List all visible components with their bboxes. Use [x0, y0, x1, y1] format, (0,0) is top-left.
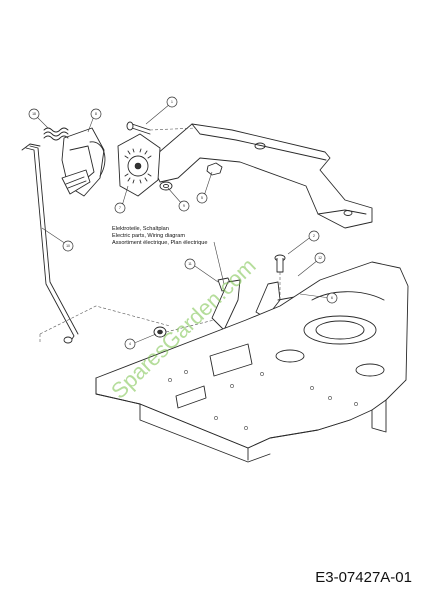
spring: [43, 127, 69, 141]
support-arm: [149, 123, 373, 229]
callout-1-label: 1: [171, 100, 173, 104]
chassis-frame: [95, 261, 409, 463]
lever-bracket: [211, 279, 319, 331]
callout-7-label: 7: [119, 206, 121, 210]
callout-7: 7: [114, 202, 126, 214]
leader-lines: [39, 127, 281, 344]
pedal-assembly: [61, 127, 106, 197]
callout-10: 10: [62, 240, 74, 252]
callout-5-label: 5: [201, 196, 203, 200]
callout-11: 11: [184, 258, 196, 270]
callout-9: 9: [178, 200, 190, 212]
bolt: [126, 121, 151, 135]
callout-12-label: 12: [318, 256, 322, 260]
callout-6-label: 6: [331, 296, 333, 300]
note-line-fr: Assortiment électrique, Plan électrique: [112, 240, 207, 246]
callout-4-label: 4: [129, 342, 131, 346]
callout-12: 12: [314, 252, 326, 264]
callout-8: 8: [90, 108, 102, 120]
callout-11-label: 11: [188, 262, 192, 266]
callout-markers: 18 8 1 7 9 5 10 11: [28, 96, 338, 350]
cam-plate: [117, 133, 161, 197]
callout-2-label: 2: [313, 234, 315, 238]
callout-9-label: 9: [183, 204, 185, 208]
callout-18-label: 18: [32, 112, 36, 116]
electric-parts-note: Elektroteile, Schaltplan Electric parts,…: [112, 226, 225, 285]
callout-5: 5: [196, 192, 208, 204]
callout-1: 1: [166, 96, 178, 108]
callout-2: 2: [308, 230, 320, 242]
callout-leaders: [35, 103, 331, 345]
callout-18: 18: [28, 108, 40, 120]
note-line-de: Elektroteile, Schaltplan: [112, 226, 169, 232]
document-id: E3-07427A-01: [315, 569, 412, 586]
nut-washer: [159, 162, 223, 191]
callout-8-label: 8: [95, 112, 97, 116]
callout-6: 6: [326, 292, 338, 304]
note-line-en: Electric parts, Wiring diagram: [112, 233, 185, 239]
control-rod: [21, 143, 79, 344]
callout-10-label: 10: [66, 244, 70, 248]
callout-4: 4: [124, 338, 136, 350]
